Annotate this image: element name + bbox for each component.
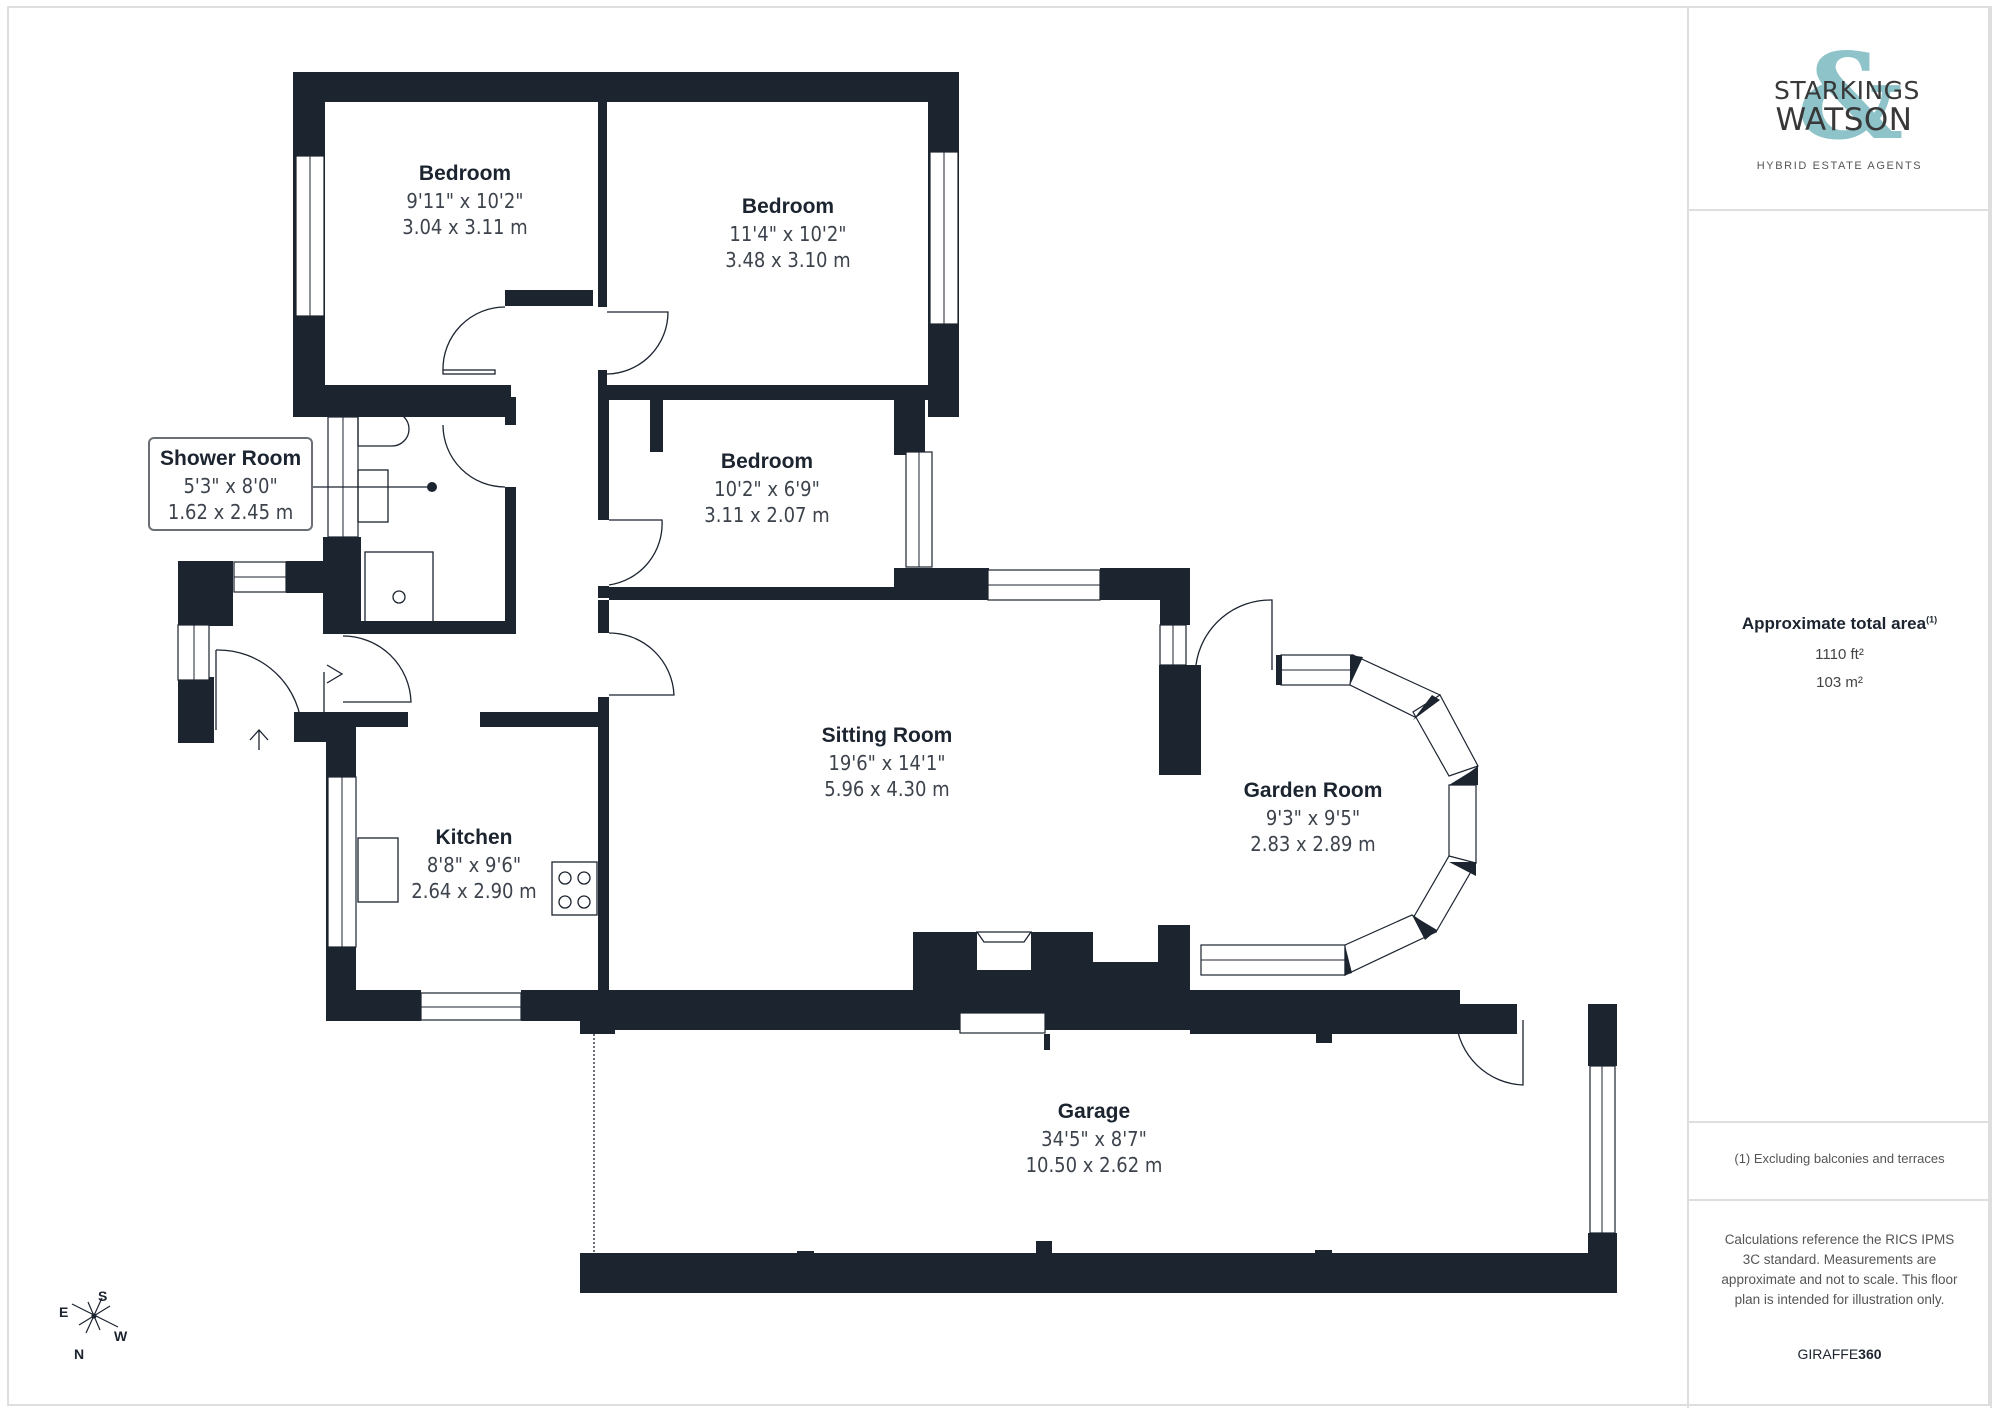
room-dim-imperial: 10'2" x 6'9"	[714, 477, 820, 501]
logo-tagline: HYBRID ESTATE AGENTS	[1756, 160, 1923, 172]
compass-north: N	[74, 1346, 85, 1362]
logo-section: & STARKINGS WATSON HYBRID ESTATE AGENTS	[1689, 6, 1990, 211]
room-name: Sitting Room	[821, 724, 953, 747]
disclaimer-text: Calculations reference the RICS IPMS 3C …	[1721, 1232, 1958, 1307]
logo-line-2: WATSON	[1775, 102, 1913, 138]
room-dim-imperial: 19'6" x 14'1"	[828, 751, 946, 775]
room-dim-imperial: 5'3" x 8'0"	[183, 474, 278, 498]
total-area-title: Approximate total area(1)	[1689, 614, 1990, 634]
room-dim-metric: 2.64 x 2.90 m	[411, 879, 537, 903]
toilet-icon	[357, 411, 410, 447]
room-dim-metric: 1.62 x 2.45 m	[167, 500, 294, 524]
floor-plan	[71, 72, 1617, 1334]
hob-icon	[551, 861, 598, 916]
basin-icon	[357, 469, 389, 523]
room-name: Garden Room	[1243, 779, 1383, 802]
provider-number: 360	[1858, 1346, 1882, 1362]
room-label-bedroom-2: Bedroom 11'4" x 10'2" 3.48 x 3.10 m	[725, 193, 850, 273]
room-name: Kitchen	[435, 826, 513, 849]
logo-line-1: STARKINGS	[1774, 76, 1920, 105]
shower-room-pointer-dot	[427, 482, 437, 492]
sink-icon	[357, 837, 399, 903]
room-label-bedroom-3: Bedroom 10'2" x 6'9" 3.11 x 2.07 m	[704, 448, 829, 528]
compass-east: E	[59, 1304, 69, 1320]
agent-logo: & STARKINGS WATSON HYBRID ESTATE AGENTS	[1689, 38, 1990, 196]
room-dim-metric: 3.04 x 3.11 m	[402, 215, 528, 239]
footnote-section	[1689, 1121, 1990, 1201]
total-area-ft: 1110 ft²	[1815, 646, 1864, 663]
room-label-kitchen: Kitchen 8'8" x 9'6" 2.64 x 2.90 m	[411, 824, 536, 904]
room-name: Bedroom	[720, 450, 814, 473]
shower-tray-icon	[364, 551, 434, 623]
room-dim-metric: 10.50 x 2.62 m	[1025, 1153, 1163, 1177]
window-lines	[193, 152, 1603, 1233]
compass-south: S	[98, 1288, 108, 1304]
room-dim-imperial: 8'8" x 9'6"	[426, 853, 522, 877]
bay-window	[1344, 654, 1479, 976]
provider-logo: GIRAFFE360	[1689, 1346, 1990, 1362]
room-dim-imperial: 9'3" x 9'5"	[1265, 806, 1361, 830]
room-dim-metric: 2.83 x 2.89 m	[1250, 832, 1376, 856]
page-frame	[7, 6, 1990, 1406]
room-label-garage: Garage 34'5" x 8'7" 10.50 x 2.62 m	[1026, 1098, 1163, 1178]
room-dim-imperial: 34'5" x 8'7"	[1041, 1127, 1147, 1151]
compass-west: W	[114, 1328, 128, 1344]
walls	[178, 72, 1617, 1293]
room-label-bedroom-1: Bedroom 9'11" x 10'2" 3.04 x 3.11 m	[402, 160, 527, 240]
room-dim-metric: 3.48 x 3.10 m	[725, 248, 851, 272]
bay-window-posts	[1276, 655, 1478, 975]
area-section-divider	[1689, 6, 1990, 1123]
info-panel: & STARKINGS WATSON HYBRID ESTATE AGENTS …	[1687, 6, 1992, 1408]
room-name: Bedroom	[418, 162, 512, 185]
room-label-sitting-room: Sitting Room 19'6" x 14'1" 5.96 x 4.30 m	[822, 722, 953, 802]
room-dim-imperial: 11'4" x 10'2"	[729, 222, 847, 246]
total-area-m: 103 m²	[1816, 674, 1863, 691]
room-label-shower-room: Shower Room 5'3" x 8'0" 1.62 x 2.45 m	[148, 437, 314, 531]
room-name: Garage	[1057, 1100, 1131, 1123]
room-dim-metric: 3.11 x 2.07 m	[704, 503, 830, 527]
room-name: Shower Room	[160, 447, 302, 470]
room-dim-metric: 5.96 x 4.30 m	[824, 777, 950, 801]
room-name: Bedroom	[741, 195, 835, 218]
doors	[215, 306, 1524, 1253]
logo-ampersand-icon: &	[1797, 27, 1904, 166]
fixtures	[249, 411, 1033, 970]
total-area-label: Approximate total area	[1741, 614, 1927, 633]
provider-name: GIRAFFE	[1797, 1346, 1859, 1362]
footnote-excluding: (1) Excluding balconies and terraces	[1734, 1151, 1945, 1166]
room-label-garden-room: Garden Room 9'3" x 9'5" 2.83 x 2.89 m	[1244, 777, 1383, 857]
compass-icon	[71, 1297, 119, 1334]
footnote-marker: (1)	[1926, 614, 1938, 625]
room-dim-imperial: 9'11" x 10'2"	[406, 189, 524, 213]
